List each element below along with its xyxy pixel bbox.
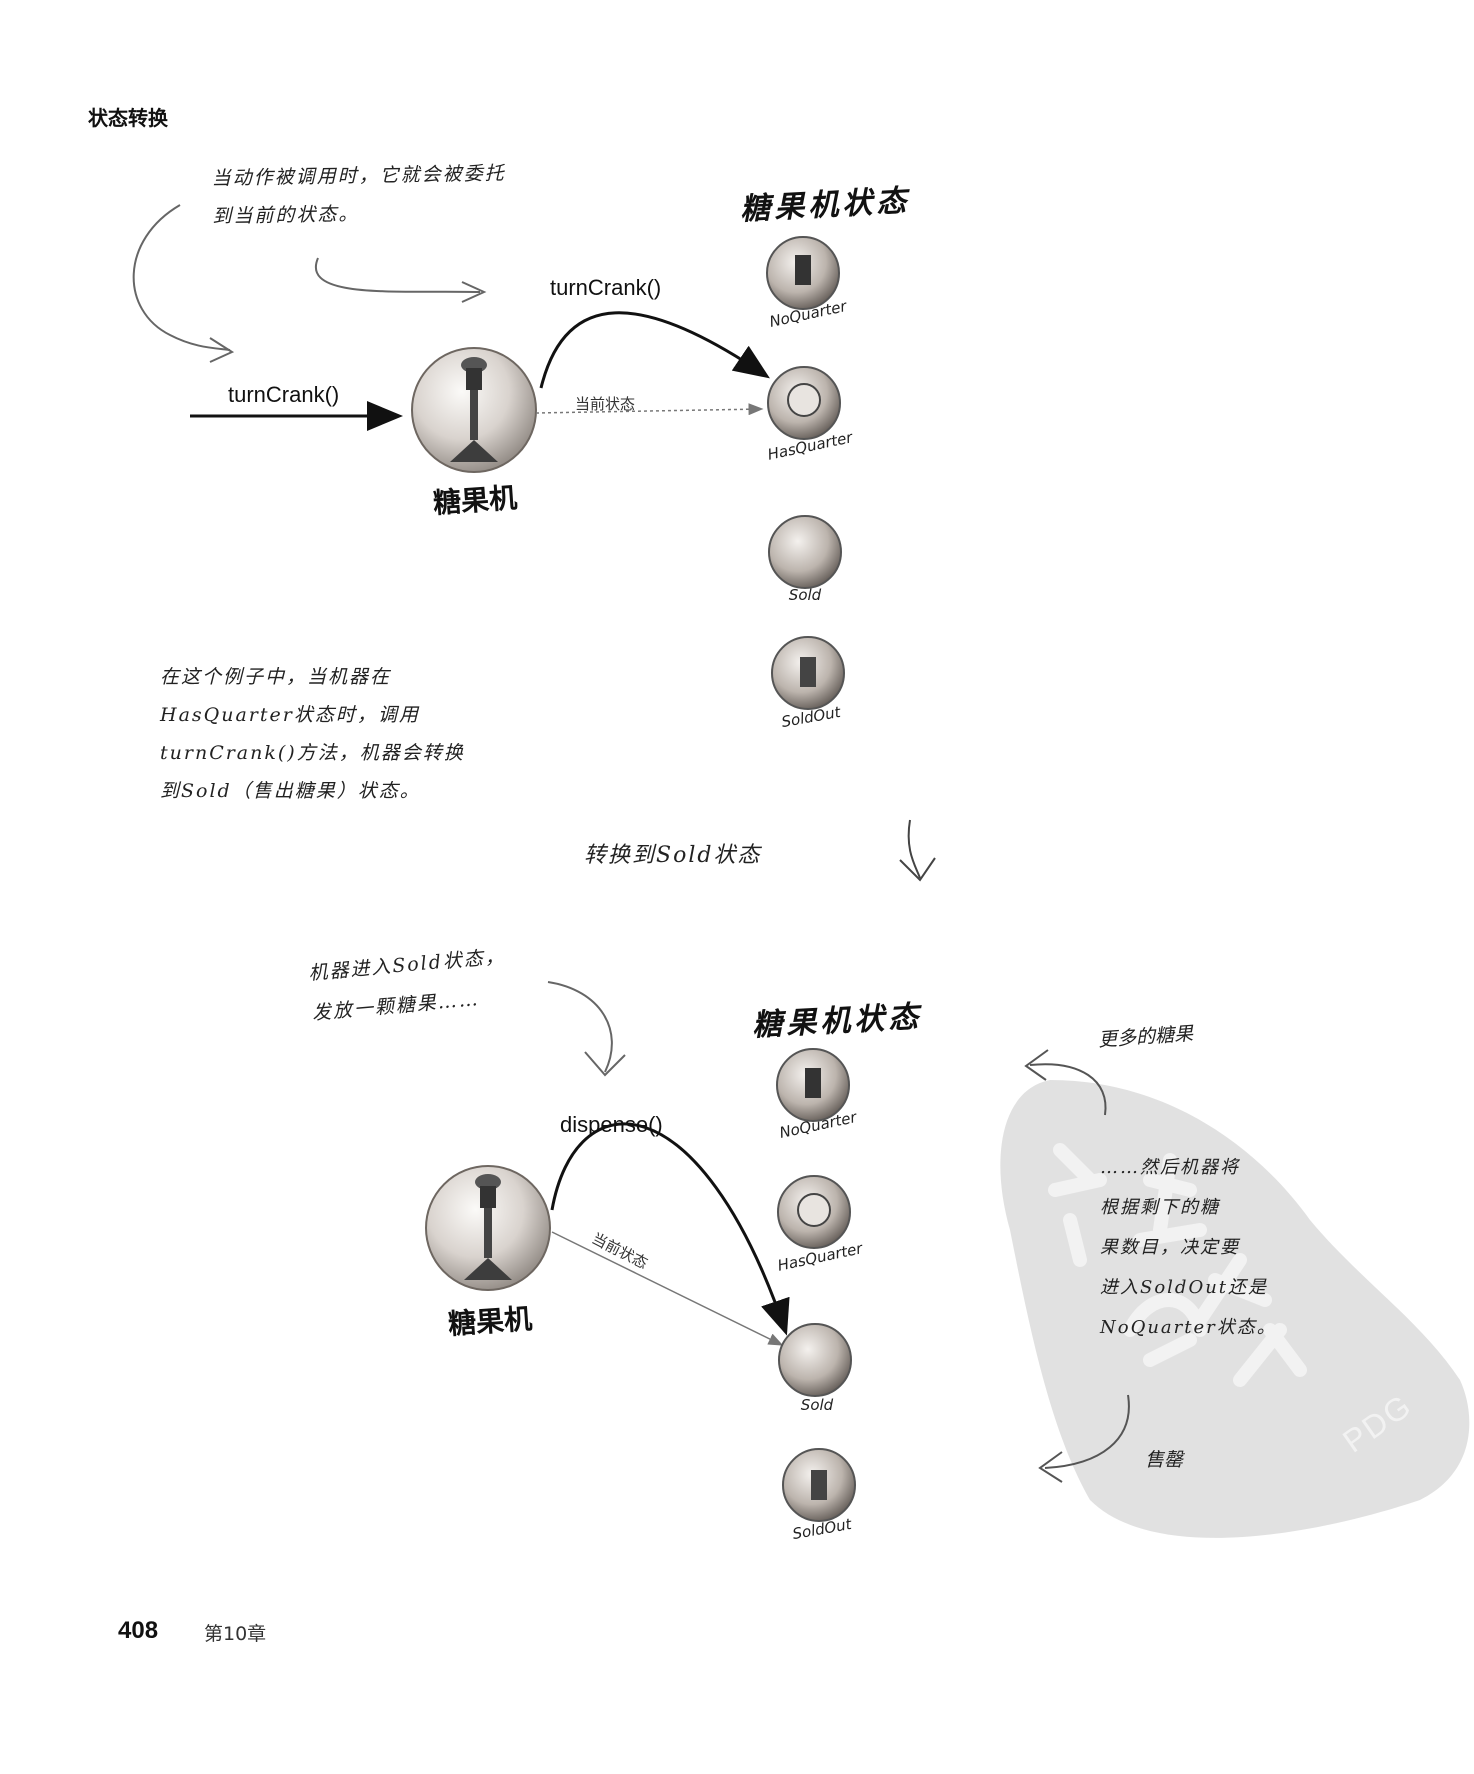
gumball-machine-bottom [425,1165,551,1291]
turncrank-delegate-arrow [539,311,770,389]
states-title-bottom: 糖果机状态 [751,999,923,1044]
note-decide-line: 果数目，决定要 [1100,1237,1240,1258]
state-noquarter-bottom-icon [776,1048,850,1122]
method-turncrank-inner: turnCrank() [550,275,662,300]
watermark-shape [1000,1080,1470,1538]
curly-arrow-2 [314,257,481,293]
note-decide-line: ……然后机器将 [1100,1157,1240,1178]
state-soldout-top-icon [771,636,845,710]
note-example-line: 在这个例子中，当机器在 [160,666,392,688]
state-sold-top-icon [768,515,842,589]
chapter-label: 第10章 [204,1623,267,1645]
method-dispense: dispense() [560,1112,663,1137]
machine-label-bottom: 糖果机 [447,1302,534,1341]
state-hasquarter-top-icon [767,366,841,440]
dispense-arrow [550,1122,790,1336]
transition-label: 转换到Sold状态 [584,843,762,868]
states-title-top: 糖果机状态 [739,183,911,228]
note-decide-line: NoQuarter状态。 [1100,1317,1277,1338]
state-sold-bottom-icon [778,1323,852,1397]
note-example: 在这个例子中，当机器在 HasQuarter状态时，调用 turnCrank()… [160,658,465,810]
note-decide: ……然后机器将 根据剩下的糖 果数目，决定要 进入SoldOut还是 NoQua… [1100,1148,1277,1348]
gumball-machine-top [411,347,537,473]
note-delegate: 当动作被调用时，它就会被委托 到当前的状态。 [211,154,506,235]
method-turncrank-outer: turnCrank() [228,382,340,407]
watermark-strokes [1048,1143,1307,1387]
note-example-line: HasQuarter状态时，调用 [160,704,420,726]
state-label-sold-bottom: Sold [800,1396,834,1414]
state-soldout-bottom-icon [782,1448,856,1522]
state-hasquarter-bottom-icon [777,1175,851,1249]
curly-arrow-1 [132,204,231,351]
note-soldout: 售罄 [1145,1449,1184,1471]
transition-arrow [907,819,921,879]
machine-label-top: 糖果机 [432,481,519,520]
curly-arrow-3 [547,981,613,1073]
note-decide-line: 进入SoldOut还是 [1100,1277,1269,1298]
current-state-arrow-bottom [551,1231,784,1346]
state-noquarter-top-icon [766,236,840,310]
soldout-arrow [1044,1394,1130,1469]
note-delegate-line: 当动作被调用时，它就会被委托 [211,162,506,190]
note-decide-line: 根据剩下的糖 [1100,1197,1220,1218]
note-example-line: turnCrank()方法，机器会转换 [160,742,465,764]
current-state-arrow-top [535,403,764,416]
page-number: 408 [118,1617,159,1644]
more-candy-arrow [1029,1063,1107,1116]
section-title: 状态转换 [88,106,168,130]
state-label-sold-top: Sold [788,586,822,604]
note-delegate-line: 到当前的状态。 [212,202,360,228]
note-example-line: 到Sold（售出糖果）状态。 [160,780,421,802]
current-state-label-top: 当前状态 [575,395,636,413]
